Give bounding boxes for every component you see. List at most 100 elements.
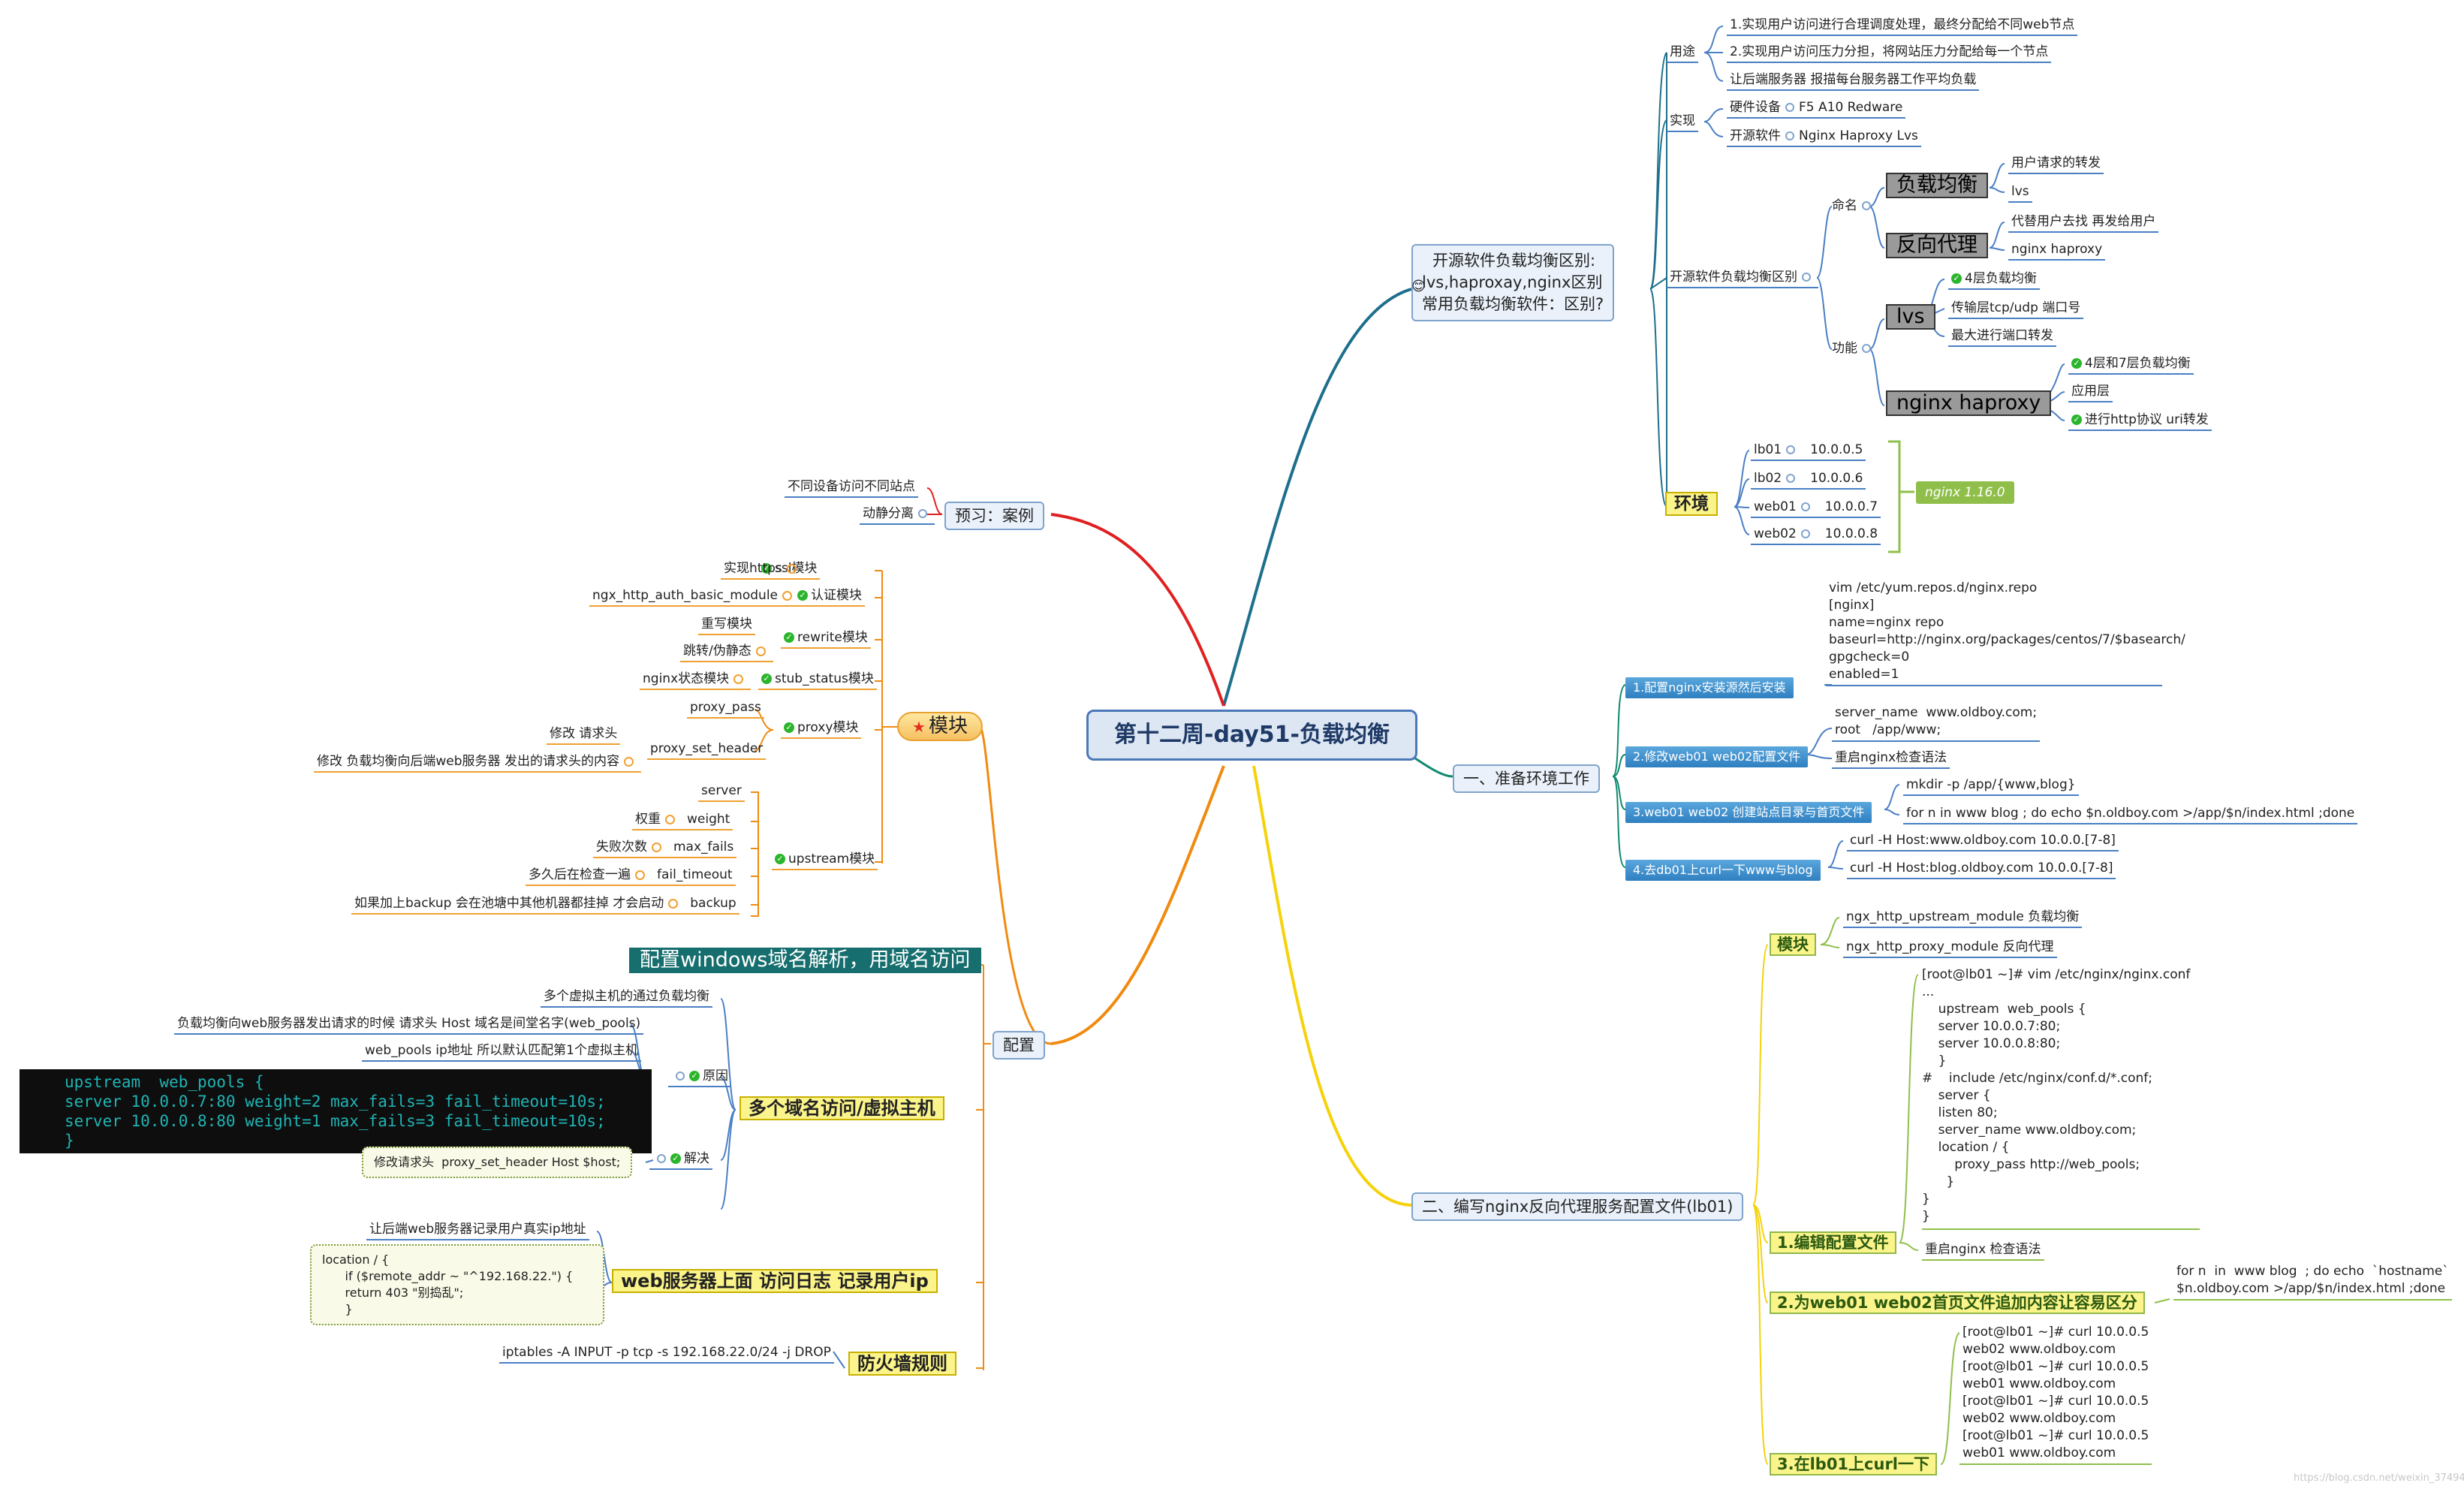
auth-item[interactable]: ngx_http_auth_basic_module [589,587,800,607]
vhost-solve[interactable]: ✓解决 [649,1150,712,1170]
node-shixian[interactable]: 实现 [1667,113,1698,132]
node-nh-item-3[interactable]: ✓进行http协议 uri转发 [2068,411,2212,431]
nginx-conf-code[interactable]: [root@lb01 ~]# vim /etc/nginx/nginx.conf… [1922,966,2200,1230]
module-auth[interactable]: ✓认证模块 [794,587,865,607]
rewrite-item-1[interactable]: 重写模块 [698,616,755,635]
central-topic[interactable]: 第十二周-day51-负载均衡 [1086,710,1418,761]
curl-blog[interactable]: curl -H Host:blog.oldboy.com 10.0.0.[7-8… [1847,860,2116,879]
module-proxy[interactable]: ✓proxy模块 [781,719,862,739]
stub-item[interactable]: nginx状态模块 [640,671,752,690]
module-rewrite[interactable]: ✓rewrite模块 [781,629,871,649]
cfg-curl[interactable]: 3.在lb01上curl一下 [1770,1453,1937,1475]
topic-preview[interactable]: 预习：案例 [944,502,1044,530]
node-rp-item-1[interactable]: 代替用户去找 再发给用户 [2008,213,2159,233]
web-server-config[interactable]: server_name www.oldboy.com; root /app/ww… [1832,704,2041,742]
node-env[interactable]: 环境 [1665,492,1718,516]
cfg-module[interactable]: 模块 [1770,933,1816,956]
backup-desc: 如果加上backup 会在池塘中其他机器都挂掉 才会启动 [354,896,664,911]
preview-item-1[interactable]: 不同设备访问不同站点 [785,478,918,498]
star-icon: ★ [912,718,926,736]
auth-item-label: ngx_http_auth_basic_module [592,588,778,603]
proxy-pass[interactable]: proxy_pass [687,699,764,719]
mkdir-command[interactable]: mkdir -p /app/{www,blog} [1903,776,2079,796]
prep-step-4[interactable]: 4.去db01上curl一下www与blog [1625,860,1821,881]
upstream-server[interactable]: server [698,782,745,802]
node-yongtu-2[interactable]: 2.实现用户访问压力分担，将网站压力分配给每一个节点 [1727,44,2052,63]
prep-step-2[interactable]: 2.修改web01 web02配置文件 [1625,746,1809,767]
check-icon: ✓ [784,632,794,643]
circle-icon [1785,131,1794,140]
upstream-label: upstream模块 [788,852,875,867]
proxy-set-header[interactable]: proxy_set_header [647,740,767,760]
node-lvs[interactable]: lvs [1886,304,1935,330]
log-top[interactable]: 让后端web服务器记录用户真实ip地址 [366,1221,589,1240]
config-access-log[interactable]: web服务器上面 访问日志 记录用户ip [612,1269,938,1293]
append-command[interactable]: for n in www blog ; do echo `hostname` $… [2173,1263,2452,1301]
node-yongtu[interactable]: 用途 [1667,44,1698,63]
solve-fix-note[interactable]: 修改请求头 proxy_set_header Host $host; [362,1147,633,1178]
nginx-repo-config[interactable]: vim /etc/yum.repos.d/nginx.repo [nginx] … [1826,580,2185,686]
node-lvs-item-1[interactable]: ✓4层负载均衡 [1948,270,2040,290]
firewall-rule[interactable]: iptables -A INPUT -p tcp -s 192.168.22.0… [499,1344,834,1364]
node-naming[interactable]: 命名 [1832,197,1875,214]
vhost-reason[interactable]: ✓原因 [668,1068,731,1087]
reason-item-2[interactable]: web_pools ip地址 所以默认匹配第1个虚拟主机 [362,1042,641,1062]
for-command[interactable]: for n in www blog ; do echo $n.oldboy.co… [1903,805,2358,824]
topic-prep[interactable]: 一、准备环境工作 [1453,764,1600,793]
prep-step-3[interactable]: 3.web01 web02 创建站点目录与首页文件 [1625,802,1872,823]
node-nh-item-2[interactable]: 应用层 [2068,383,2113,402]
psh-item-1[interactable]: 修改 请求头 [547,725,621,745]
module-stub-status[interactable]: ✓stub_status模块 [758,671,877,690]
location-code-note[interactable]: location / { if ($remote_addr ~ "^192.16… [310,1244,604,1325]
cfg-append[interactable]: 2.为web01 web02首页文件追加内容让容易区分 [1770,1292,2145,1314]
module-upstream[interactable]: ✓upstream模块 [772,851,878,870]
node-lb-item-2[interactable]: lvs [2008,183,2032,203]
nginx-version-label[interactable]: nginx 1.16.0 [1916,481,2014,504]
topic-cfg[interactable]: 二、编写nginx反向代理服务配置文件(lb01) [1411,1192,1744,1221]
topic-lb-software-diff[interactable]: 😊开源软件负载均衡区别: lvs,haproxay,nginx区别 常用负载均衡… [1411,244,1615,321]
lvs-item-1-label: 4层负载均衡 [1965,271,2037,286]
node-load-balance[interactable]: 负载均衡 [1886,173,1988,198]
curl-www[interactable]: curl -H Host:www.oldboy.com 10.0.0.[7-8] [1847,832,2119,852]
node-nginx-haproxy[interactable]: nginx haproxy [1886,390,2052,416]
node-yongtu-1[interactable]: 1.实现用户访问进行合理调度处理，最终分配给不同web节点 [1727,17,2078,36]
node-yongtu-3[interactable]: 让后端服务器 报描每台服务器工作平均负载 [1727,71,1980,91]
node-lvs-item-2[interactable]: 传输层tcp/udp 端口号 [1948,300,2084,319]
ssl-item[interactable]: 实现https [721,560,801,580]
preview-item-2[interactable]: 动静分离 [860,505,935,525]
cfg-module-item-2[interactable]: ngx_http_proxy_module 反向代理 [1843,939,2057,958]
config-windows-dns[interactable]: 配置windows域名解析，用域名访问 [629,948,981,973]
node-lvs-item-3[interactable]: 最大进行端口转发 [1948,327,2056,347]
reason-item-1[interactable]: 负载均衡向web服务器发出请求的时候 请求头 Host 域名是间堂名字(web_… [174,1015,644,1035]
node-reverse-proxy[interactable]: 反向代理 [1886,233,1988,258]
vhost-top[interactable]: 多个虚拟主机的通过负载均衡 [541,988,712,1008]
cfg-check-syntax[interactable]: 重启nginx 检查语法 [1922,1241,2044,1261]
node-function[interactable]: 功能 [1832,340,1875,357]
node-diff[interactable]: 开源软件负载均衡区别 [1667,269,1818,288]
upstream-code-block[interactable]: upstream web_pools { server 10.0.0.7:80 … [20,1069,652,1153]
node-rp-item-2[interactable]: nginx haproxy [2008,241,2106,261]
cfg-edit[interactable]: 1.编辑配置文件 [1770,1231,1896,1254]
node-lb-item-1[interactable]: 用户请求的转发 [2008,155,2104,174]
topic-config[interactable]: 配置 [993,1031,1045,1059]
rewrite-item-2[interactable]: 跳转/伪静态 [680,643,773,662]
prep-step-1[interactable]: 1.配置nginx安装源然后安装 [1625,677,1794,698]
config-vhost[interactable]: 多个域名访问/虚拟主机 [740,1096,944,1120]
cfg-module-item-1[interactable]: ngx_http_upstream_module 负载均衡 [1843,909,2083,928]
psh-item-2[interactable]: 修改 负载均衡向后端web服务器 发出的请求头的内容 [314,753,641,773]
node-nh-item-1[interactable]: ✓4层和7层负载均衡 [2068,355,2194,375]
config-firewall[interactable]: 防火墙规则 [848,1352,956,1376]
curl-results[interactable]: [root@lb01 ~]# curl 10.0.0.5 web02 www.o… [1959,1324,2152,1465]
prep-check-syntax[interactable]: 重启nginx检查语法 [1832,749,1950,769]
topic-module[interactable]: ★模块 [897,712,983,741]
